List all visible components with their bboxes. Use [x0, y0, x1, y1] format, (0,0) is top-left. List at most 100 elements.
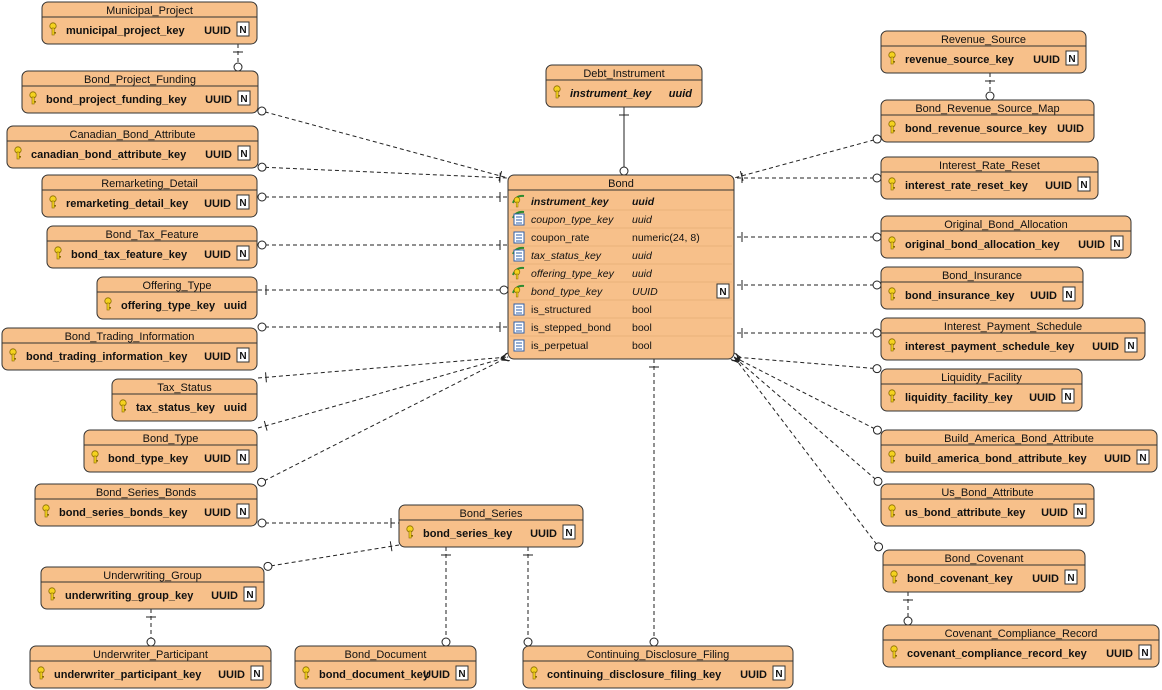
primary-key-icon: [48, 587, 56, 601]
nullable-flag: N: [1113, 239, 1120, 250]
entity-key-type: UUID: [1032, 573, 1059, 585]
nullable-badge: N: [236, 347, 250, 363]
nullable-flag: N: [1076, 507, 1083, 518]
entity-covenant-compliance-record[interactable]: Covenant_Compliance_Record covenant_compl…: [882, 624, 1160, 668]
entity-key: offering_type_key: [121, 300, 216, 312]
entity-bond-revenue-source-map[interactable]: Bond_Revenue_Source_Mapbond_revenue_sour…: [880, 99, 1095, 143]
nullable-flag: N: [246, 590, 253, 601]
entity-bond-covenant[interactable]: Bond_Covenant bond_covenant_key UUID N: [882, 549, 1086, 593]
entity-name: Revenue_Source: [941, 34, 1026, 46]
entity-key-type: UUID: [1106, 648, 1133, 660]
entity-name: Canadian_Bond_Attribute: [70, 129, 196, 141]
column-type: uuid: [632, 214, 653, 226]
entity-interest-payment-schedule[interactable]: Interest_Payment_Scheduleinterest_paymen…: [880, 317, 1146, 361]
entity-key: bond_project_funding_key: [46, 94, 187, 106]
entity-name: Municipal_Project: [106, 5, 193, 17]
relationship-line: [733, 356, 882, 485]
primary-key-icon: [553, 85, 561, 99]
entity-liquidity-facility[interactable]: Liquidity_Facilityliquidity_facility_key…: [880, 368, 1083, 412]
primary-key-icon: [530, 666, 538, 680]
nullable-flag: N: [239, 249, 246, 260]
entity-name: Build_America_Bond_Attribute: [944, 433, 1094, 445]
entity-name: Bond_Covenant: [945, 553, 1024, 565]
nullable-badge: N: [237, 90, 251, 106]
entity-remarketing-detail[interactable]: Remarketing_Detail remarketing_detail_key…: [41, 174, 258, 218]
entity-key: build_america_bond_attribute_key: [905, 453, 1087, 465]
nullable-badge: N: [236, 449, 250, 465]
column-name: is_stepped_bond: [531, 322, 611, 334]
entity-key: original_bond_allocation_key: [905, 239, 1061, 251]
entity-key-type: UUID: [204, 351, 231, 363]
nullable-flag: N: [253, 669, 260, 680]
entity-continuing-disclosure-filing[interactable]: Continuing_Disclosure_Filingcontinuing_d…: [522, 645, 794, 689]
nullable-flag: N: [719, 287, 726, 298]
entity-key: municipal_project_key: [66, 25, 185, 37]
primary-key-icon: [29, 91, 37, 105]
entity-key: remarketing_detail_key: [66, 198, 189, 210]
nullable-badge: N: [236, 503, 250, 519]
column-name: offering_type_key: [531, 268, 615, 280]
primary-key-icon: [890, 570, 898, 584]
nullable-badge: N: [236, 194, 250, 210]
primary-key-icon: [119, 399, 127, 413]
entity-bond-trading-information[interactable]: Bond_Trading_Informationbond_trading_inf…: [1, 327, 258, 371]
nullable-badge: N: [237, 145, 251, 161]
nullable-badge: N: [1110, 235, 1124, 251]
entity-key: bond_covenant_key: [907, 573, 1014, 585]
entity-key: bond_trading_information_key: [26, 351, 188, 363]
entity-interest-rate-reset[interactable]: Interest_Rate_Resetinterest_rate_reset_k…: [880, 156, 1099, 200]
entity-name: Debt_Instrument: [583, 68, 664, 80]
entity-name: Bond_Insurance: [942, 270, 1022, 282]
entity-name: Covenant_Compliance_Record: [945, 628, 1098, 640]
entity-underwriter-participant[interactable]: Underwriter_Participantunderwriter_parti…: [29, 645, 272, 689]
entity-bond-project-funding[interactable]: Bond_Project_Fundingbond_project_funding…: [21, 70, 259, 114]
bond-column-row[interactable]: is_stepped_bond bool: [510, 317, 732, 334]
entity-key-type: UUID: [1041, 507, 1068, 519]
column-icon: [513, 231, 525, 244]
fk-column-icon: [512, 210, 525, 226]
primary-key-icon: [54, 246, 62, 260]
nullable-badge: N: [1064, 569, 1078, 585]
entity-name: Remarketing_Detail: [101, 178, 198, 190]
fk-key-icon: [512, 284, 525, 298]
entity-name: Interest_Payment_Schedule: [944, 321, 1082, 333]
entity-key: bond_series_key: [423, 528, 513, 540]
entity-key-type: UUID: [1029, 392, 1056, 404]
entity-key-type: UUID: [1030, 290, 1057, 302]
entity-key: bond_type_key: [108, 453, 189, 465]
column-name: instrument_key: [531, 196, 610, 208]
entity-key: covenant_compliance_record_key: [907, 648, 1088, 660]
entity-underwriting-group[interactable]: Underwriting_Groupunderwriting_group_key…: [40, 566, 265, 610]
column-type: UUID: [632, 286, 658, 298]
entity-canadian-bond-attribute[interactable]: Canadian_Bond_Attributecanadian_bond_att…: [6, 125, 259, 169]
entity-build-america-bond-attribute[interactable]: Build_America_Bond_Attribute build_americ…: [880, 429, 1158, 473]
entity-original-bond-allocation[interactable]: Original_Bond_Allocationoriginal_bond_al…: [880, 215, 1132, 259]
nullable-badge: N: [1065, 50, 1079, 66]
column-type: bool: [632, 322, 652, 334]
nullable-flag: N: [1127, 341, 1134, 352]
entity-name: Underwriting_Group: [103, 570, 201, 582]
nullable-badge: N: [455, 665, 469, 681]
